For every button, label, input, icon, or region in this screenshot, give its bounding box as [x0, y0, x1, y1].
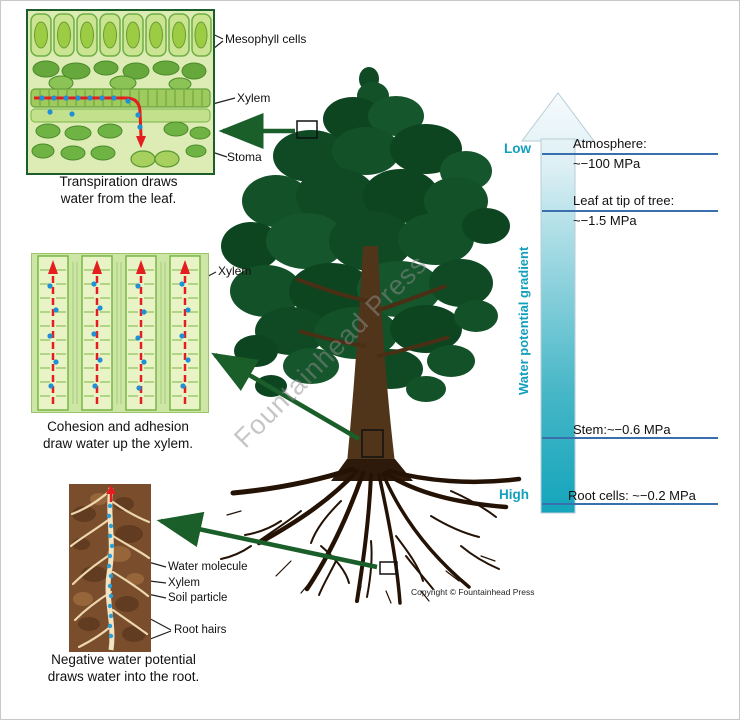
level-atmosphere: Atmosphere: ~−100 MPa	[573, 136, 647, 172]
leaf-xylem-label: Xylem	[237, 91, 271, 105]
soil-particle-label: Soil particle	[168, 592, 228, 604]
level-stem: Stem:~−0.6 MPa	[573, 422, 671, 438]
gradient-low-label: Low	[504, 141, 531, 156]
water-potential-gradient-arrow	[521, 92, 595, 514]
tree-trunk	[295, 246, 450, 463]
level-stem-name: Stem:~−0.6 MPa	[573, 422, 671, 437]
vessel-inset-caption: Cohesion and adhesion draw water up the …	[42, 419, 194, 451]
tree-roots	[220, 459, 522, 605]
root-hairs-label: Root hairs	[174, 624, 227, 636]
root-soil-inset	[69, 484, 151, 652]
lower-mesophyll-graphic	[31, 121, 211, 161]
water-molecule-dots	[106, 503, 115, 639]
zoom-box-stem	[361, 429, 384, 458]
arrow-to-xylem-inset	[211, 352, 361, 441]
level-atmosphere-value: ~−100 MPa	[573, 156, 641, 171]
root-inset-caption: Negative water potential draws water int…	[47, 652, 200, 684]
gradient-high-label: High	[499, 487, 529, 502]
copyright-text: Copyright © Fountainhead Press	[411, 587, 535, 597]
zoom-box-leaf	[296, 120, 318, 139]
level-atmosphere-name: Atmosphere:	[573, 136, 647, 151]
root-xylem-label: Xylem	[168, 577, 200, 589]
tree-illustration	[220, 67, 522, 605]
level-lines	[542, 153, 718, 505]
level-leaf-tip-name: Leaf at tip of tree:	[573, 193, 675, 208]
leaf-xylem-graphic	[30, 88, 211, 123]
xylem-inset-art	[32, 254, 208, 412]
connector-arrows	[156, 113, 378, 570]
xylem-vessels-inset	[31, 253, 209, 413]
mesophyll-cells-graphic	[30, 13, 212, 91]
stoma-label: Stoma	[227, 150, 262, 164]
root-inset-art	[69, 484, 151, 652]
water-molecule-dots	[47, 281, 191, 391]
leaf-cross-section-inset	[26, 9, 215, 175]
water-flow-arrow	[34, 96, 143, 138]
leaf-inset-art	[28, 11, 213, 173]
mesophyll-cells-label: Mesophyll cells	[225, 32, 307, 46]
arrow-to-root-inset	[156, 511, 378, 570]
tree-canopy	[221, 67, 510, 402]
water-flow-arrowhead	[136, 136, 146, 148]
water-molecule-label: Water molecule	[168, 561, 248, 573]
leaf-inset-caption: Transpiration draws water from the leaf.	[59, 174, 178, 206]
level-leaf-tip: Leaf at tip of tree: ~−1.5 MPa	[573, 193, 674, 229]
uptake-arrowhead	[106, 485, 116, 494]
zoom-box-root	[379, 561, 398, 575]
level-leaf-tip-value: ~−1.5 MPa	[573, 213, 637, 228]
water-molecule-dots	[39, 95, 143, 130]
vessel-xylem-label: Xylem	[218, 264, 252, 278]
stoma-graphic	[130, 150, 180, 168]
upward-flow-arrowheads	[48, 260, 190, 274]
level-root-cells: Root cells: ~−0.2 MPa	[568, 488, 696, 504]
level-root-cells-name: Root cells: ~−0.2 MPa	[568, 488, 696, 503]
water-potential-gradient-title: Water potential gradient	[516, 246, 531, 396]
